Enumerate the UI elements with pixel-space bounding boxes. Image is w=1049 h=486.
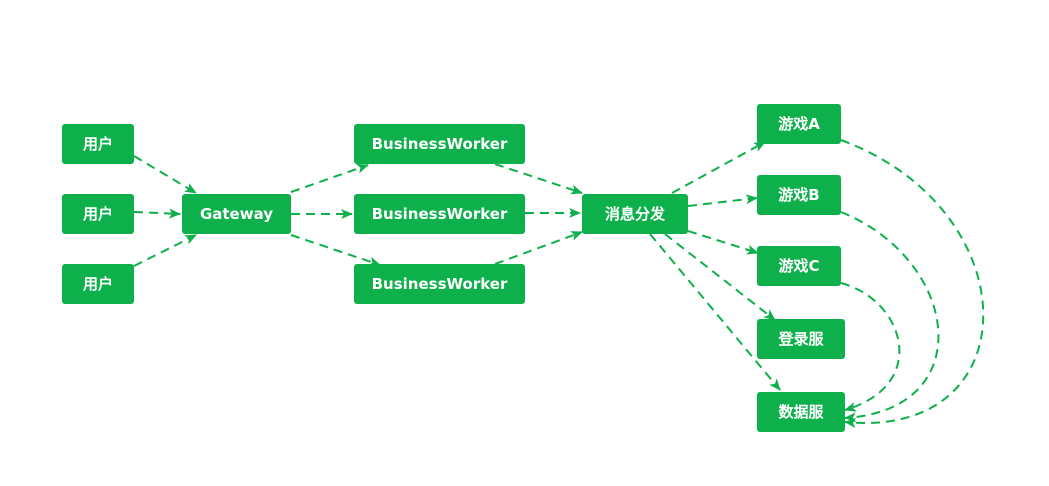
login-server-node-label: 登录服 xyxy=(778,329,824,348)
data-server-node: 数据服 xyxy=(757,392,845,432)
login-server-node: 登录服 xyxy=(757,319,845,359)
businessworker-node-label: BusinessWorker xyxy=(371,204,508,223)
game-a-node-label: 游戏A xyxy=(778,114,820,133)
edge-gateway-bw3 xyxy=(290,234,381,267)
user-node-label: 用户 xyxy=(82,204,113,223)
businessworker-node-label: BusinessWorker xyxy=(371,134,508,153)
gateway-node-label: Gateway xyxy=(199,204,274,223)
businessworker-node-label: BusinessWorker xyxy=(371,274,508,293)
gateway-node: Gateway xyxy=(182,194,291,234)
edge-bw1-dispatch xyxy=(494,163,583,195)
edge-dispatch-gameC xyxy=(687,230,759,255)
businessworker-node: BusinessWorker xyxy=(354,124,525,164)
message-dispatch-node-label: 消息分发 xyxy=(604,204,665,223)
game-c-node-label: 游戏C xyxy=(778,256,820,275)
data-server-node-label: 数据服 xyxy=(778,402,824,421)
businessworker-node: BusinessWorker xyxy=(354,194,525,234)
edge-dispatch-gameB xyxy=(687,194,758,207)
businessworker-node: BusinessWorker xyxy=(354,264,525,304)
edge-gateway-bw1 xyxy=(290,163,369,193)
edge-user1-gateway xyxy=(133,155,197,194)
edge-dispatch-gameA xyxy=(671,141,766,194)
user-node: 用户 xyxy=(62,194,134,234)
edge-dispatch-login xyxy=(664,233,776,321)
game-c-node: 游戏C xyxy=(757,246,841,286)
edge-user2-gateway xyxy=(133,208,181,219)
edge-user3-gateway xyxy=(133,234,197,267)
game-b-node: 游戏B xyxy=(757,175,841,215)
user-node: 用户 xyxy=(62,124,134,164)
game-b-node-label: 游戏B xyxy=(778,185,820,204)
edge-bw3-dispatch xyxy=(494,231,583,265)
game-a-node: 游戏A xyxy=(757,104,841,144)
edge-gameA-data xyxy=(840,139,985,429)
user-node-label: 用户 xyxy=(82,134,113,153)
edge-dispatch-data xyxy=(649,233,781,391)
edge-gameB-data xyxy=(840,211,940,423)
edge-gameC-data xyxy=(840,282,901,412)
message-dispatch-node: 消息分发 xyxy=(582,194,688,234)
user-node: 用户 xyxy=(62,264,134,304)
user-node-label: 用户 xyxy=(82,274,113,293)
